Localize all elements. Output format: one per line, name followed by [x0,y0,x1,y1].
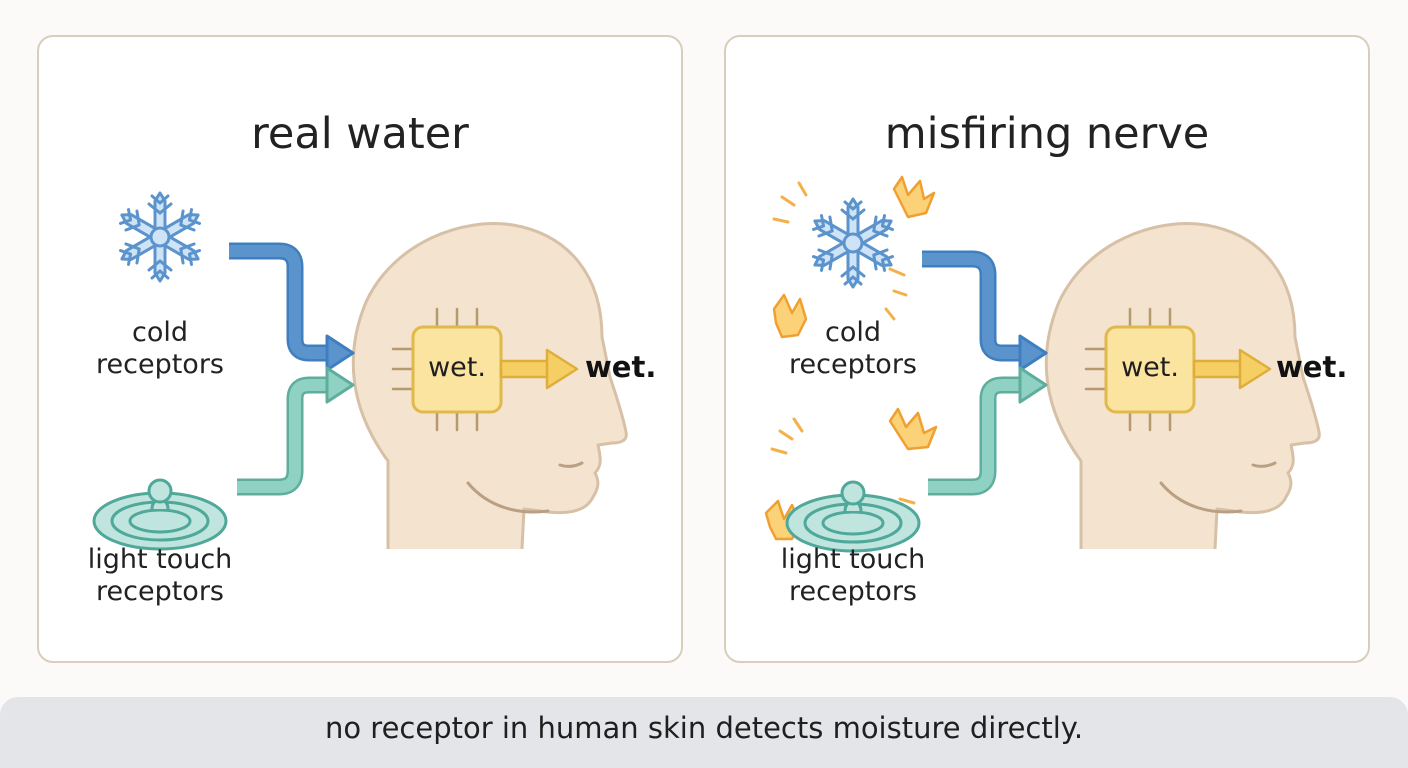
cold-label-line-2: receptors [789,349,917,380]
snowflake-icon [116,193,203,281]
touch-receptor-label: light touch receptors [60,544,260,608]
touch-label-line-1: light touch [87,544,233,575]
output-text: wet. [1276,350,1348,384]
chip-text: wet. [1121,352,1179,383]
snowflake-icon [809,199,896,287]
caption-text: no receptor in human skin detects moistu… [324,711,1084,745]
panel-art [764,175,1321,553]
touch-arrow [928,366,1048,496]
cold-label-line-2: receptors [96,349,224,380]
water-ripple-icon [92,478,228,551]
chip-pins [391,307,479,432]
touch-receptor-label: light touch receptors [753,544,953,608]
panel-misfiring-nerve: misfiring nerve cold receptors light tou… [724,35,1370,663]
output-arrow [1192,348,1272,390]
panel-real-water: real water cold receptors light touch re… [37,35,683,663]
output-text: wet. [585,350,657,384]
cold-label-line-1: cold [131,317,188,348]
cold-receptor-label: cold receptors [753,317,953,381]
cold-arrow [229,242,355,372]
panel-art [92,37,628,551]
touch-label-line-2: receptors [96,576,224,607]
touch-label-line-2: receptors [789,576,917,607]
water-ripple-icon [785,480,921,553]
cold-receptor-label: cold receptors [60,317,260,381]
cold-label-line-1: cold [824,317,881,348]
touch-arrow [237,366,355,496]
panel-title: misfiring nerve [884,109,1210,159]
panel-title: real water [251,109,469,159]
output-arrow [499,348,579,390]
chip-pins [1084,307,1172,432]
cold-arrow [922,250,1048,372]
chip-text: wet. [428,352,486,383]
caption-bar: no receptor in human skin detects moistu… [0,697,1408,768]
touch-label-line-1: light touch [780,544,926,575]
